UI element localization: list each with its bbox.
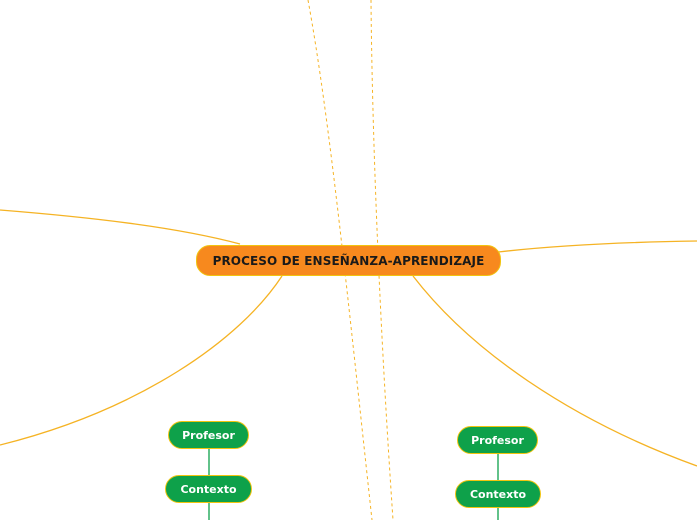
dashed-connector <box>307 0 373 520</box>
connector-left-top <box>0 209 241 245</box>
profesor-node-left[interactable]: Profesor <box>168 421 249 449</box>
connector-right-bottom <box>412 275 697 467</box>
node-label: Profesor <box>182 428 235 442</box>
central-topic-node[interactable]: PROCESO DE ENSEÑANZA-APRENDIZAJE <box>196 245 501 276</box>
connector-left-bottom <box>0 275 283 446</box>
contexto-node-right[interactable]: Contexto <box>455 480 541 508</box>
contexto-node-left[interactable]: Contexto <box>165 475 252 503</box>
dashed-connector <box>370 0 394 520</box>
connector-right-top <box>497 240 697 253</box>
profesor-node-right[interactable]: Profesor <box>457 426 538 454</box>
node-label: Profesor <box>471 433 524 447</box>
node-label: Contexto <box>469 487 527 501</box>
central-topic-label: PROCESO DE ENSEÑANZA-APRENDIZAJE <box>212 253 485 268</box>
node-label: Contexto <box>180 482 237 496</box>
